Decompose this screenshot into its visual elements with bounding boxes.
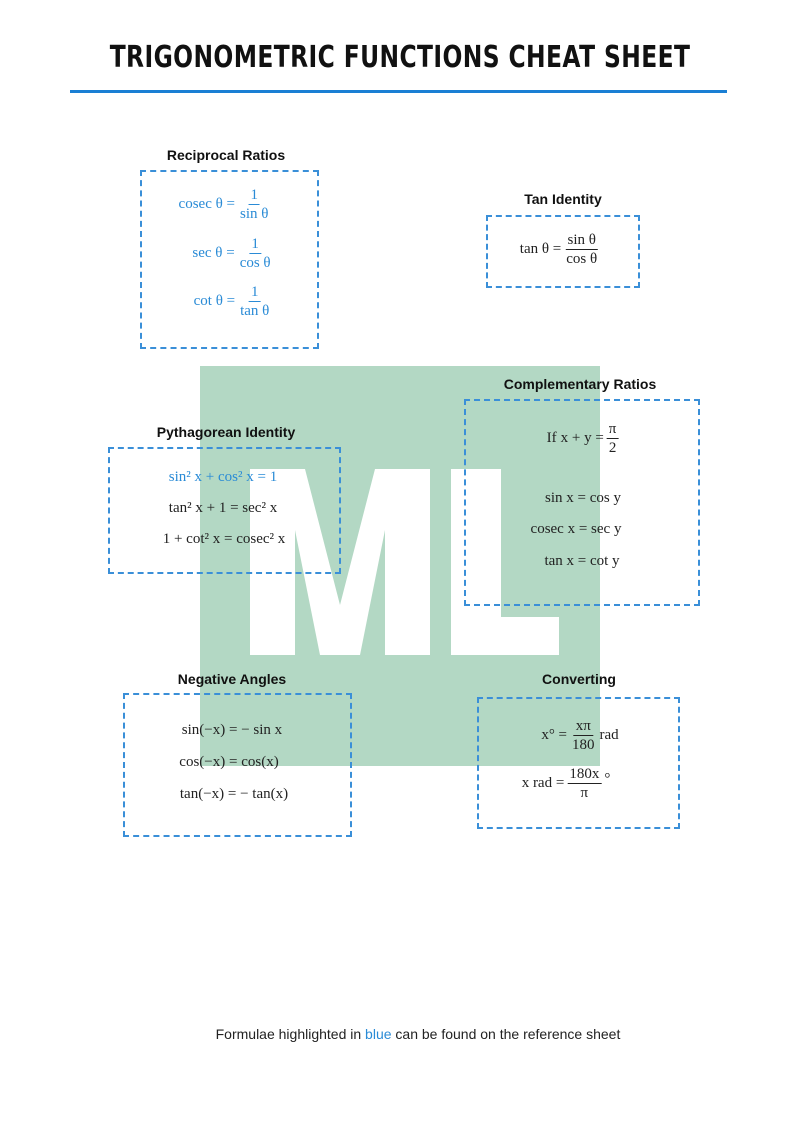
negative-angles-box — [123, 693, 352, 837]
footer-note: Formulae highlighted in blue can be foun… — [0, 1026, 800, 1042]
denominator: cos θ — [566, 251, 598, 267]
denominator: sin θ — [240, 206, 269, 222]
formula-lhs: x rad = — [521, 775, 565, 791]
complementary-ratios-title: Complementary Ratios — [503, 376, 657, 392]
formula-pythagorean: sin² x + cos² x = 1 — [168, 469, 278, 485]
formula-lhs: sec θ = — [192, 245, 235, 261]
converting-box — [477, 697, 680, 829]
complementary-ratios-box — [464, 399, 700, 606]
formula-negative: tan(−x) = − tan(x) — [179, 786, 289, 802]
denominator: 2 — [608, 440, 617, 456]
title-divider — [70, 90, 727, 93]
tan-identity-box — [486, 215, 640, 288]
reciprocal-ratios-title: Reciprocal Ratios — [166, 147, 286, 163]
footer-blue-word: blue — [365, 1026, 392, 1042]
reciprocal-ratios-box — [140, 170, 319, 349]
numerator: 1 — [249, 236, 261, 254]
numerator: sin θ — [565, 232, 598, 250]
converting-title: Converting — [542, 671, 616, 687]
watermark-letter-l — [451, 469, 559, 655]
formula-pythagorean: tan² x + 1 = sec² x — [168, 500, 278, 516]
numerator: π — [606, 421, 619, 439]
formula-lhs: cot θ = — [193, 293, 236, 309]
footer-text: Formulae highlighted in — [215, 1026, 366, 1042]
degree-symbol: ° — [604, 771, 611, 787]
denominator: 180 — [572, 737, 595, 753]
numerator: 1 — [248, 187, 260, 205]
formula-lhs: tan θ = — [519, 241, 562, 257]
denominator: tan θ — [240, 303, 270, 319]
numerator: xπ — [573, 718, 593, 736]
denominator: π — [580, 785, 589, 801]
pythagorean-identity-title: Pythagorean Identity — [156, 424, 296, 440]
numerator: 180x — [567, 766, 602, 784]
formula-complementary: cosec x = sec y — [530, 521, 622, 537]
formula-lhs: x + y = — [560, 430, 604, 446]
tan-identity-title: Tan Identity — [524, 191, 602, 207]
formula-negative: sin(−x) = − sin x — [181, 722, 283, 738]
pythagorean-identity-box — [108, 447, 341, 574]
formula-complementary: tan x = cot y — [544, 553, 620, 569]
formula-complementary: sin x = cos y — [545, 490, 621, 506]
formula-negative: cos(−x) = cos(x) — [179, 754, 279, 770]
page-title: TRIGONOMETRIC FUNCTIONS CHEAT SHEET — [109, 40, 691, 75]
footer-text: can be found on the reference sheet — [391, 1026, 621, 1042]
if-label: If — [546, 430, 557, 446]
denominator: cos θ — [239, 255, 271, 271]
formula-lhs: x° = — [541, 727, 568, 743]
negative-angles-title: Negative Angles — [177, 671, 287, 687]
unit-label: rad — [599, 727, 619, 743]
numerator: 1 — [248, 284, 261, 302]
formula-pythagorean: 1 + cot² x = cosec² x — [162, 531, 286, 547]
watermark-letter-m — [250, 469, 430, 655]
formula-lhs: cosec θ = — [178, 196, 236, 212]
